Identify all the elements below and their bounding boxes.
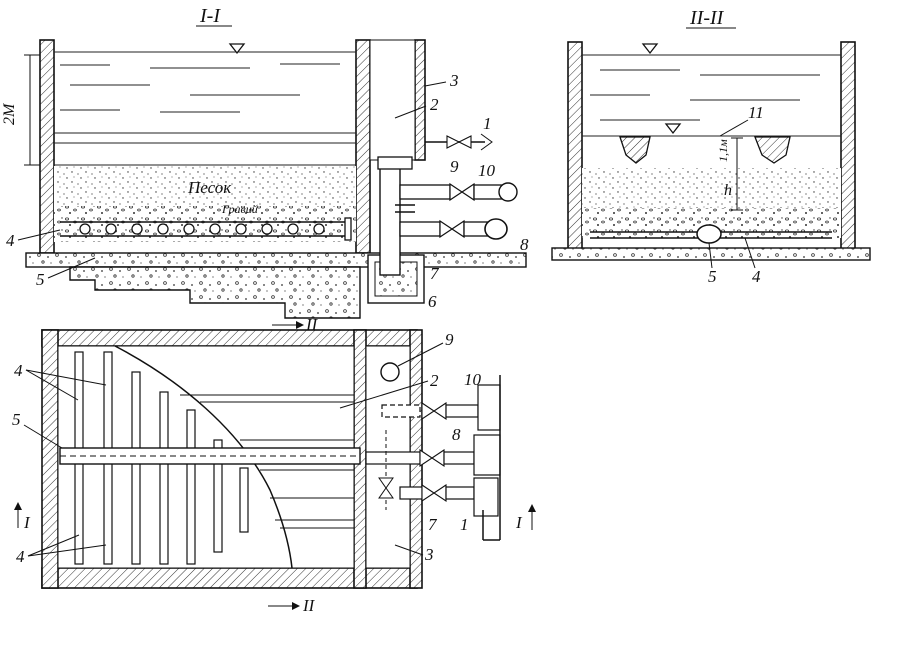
section-title-I-I: I-I xyxy=(199,5,221,27)
right-wall-2 xyxy=(840,41,856,253)
label-10-plan: 10 xyxy=(464,370,482,389)
label-5-section: 5 xyxy=(36,270,45,289)
riser-pipe xyxy=(379,164,401,276)
plan-view: 4 5 4 9 2 10 8 7 1 3 II II I xyxy=(12,315,536,615)
label-9: 9 xyxy=(450,157,459,176)
channel-right-wall xyxy=(414,39,426,161)
label-6: 6 xyxy=(428,292,437,311)
label-2: 2 xyxy=(430,95,439,114)
label-5-plan: 5 xyxy=(12,410,21,429)
hand-wheel-icon xyxy=(480,133,493,151)
gravel-cut-lines xyxy=(180,394,354,529)
wash-trough-2 xyxy=(754,136,791,164)
gutter-channel xyxy=(369,39,416,161)
label-1: 1 xyxy=(483,114,492,133)
sand-layer-2 xyxy=(582,168,841,208)
label-7-plan: 7 xyxy=(428,515,438,534)
sand-layer xyxy=(54,166,356,206)
cut-marker-II-bottom: II xyxy=(268,596,316,615)
valve-8-icon xyxy=(439,219,465,239)
plan-pipework xyxy=(365,375,501,541)
section-I-I: I-I Песок Гравий xyxy=(1,5,529,319)
h-label: h xyxy=(724,182,732,199)
wash-trough-1 xyxy=(619,136,651,164)
water-level-marker-2-icon xyxy=(641,43,659,55)
label-4-II: 4 xyxy=(752,267,761,286)
pipe-10 xyxy=(399,184,451,200)
label-3-plan: 3 xyxy=(424,545,434,564)
label-8: 8 xyxy=(520,235,529,254)
foundation xyxy=(69,266,361,319)
label-5-II: 5 xyxy=(708,267,717,286)
water-body-2 xyxy=(582,54,841,137)
water-body xyxy=(54,51,356,166)
left-wall xyxy=(39,39,55,254)
label-4-section: 4 xyxy=(6,231,15,250)
label-1-plan: 1 xyxy=(460,515,469,534)
gravel-label: Гравий xyxy=(221,202,258,216)
cut-marker-II-top: II xyxy=(272,315,319,334)
water-level-marker-icon xyxy=(228,43,246,55)
dimension-2m: 2M xyxy=(1,54,40,166)
valve-10-icon xyxy=(449,182,475,202)
label-4-plan-top: 4 xyxy=(14,361,23,380)
wash-level-marker-icon xyxy=(664,123,682,135)
small-depth-label: 1,1м xyxy=(716,139,730,162)
pipe-8 xyxy=(399,221,441,237)
depth-label: 2M xyxy=(1,102,18,125)
sand-label: Песок xyxy=(187,178,232,197)
label-2-plan: 2 xyxy=(430,371,439,390)
collector-pipe-2 xyxy=(696,224,722,244)
label-9-plan: 9 xyxy=(445,330,454,349)
valve-1-icon xyxy=(446,135,472,149)
label-11: 11 xyxy=(748,103,764,122)
svg-text:II: II xyxy=(302,596,316,615)
section-title-II-II: II-II xyxy=(689,7,725,29)
cut-marker-I-left: I xyxy=(14,502,31,532)
partition-wall xyxy=(355,39,371,254)
section-II-II: II-II 11 h xyxy=(551,7,871,286)
label-10: 10 xyxy=(478,161,496,180)
svg-text:II: II xyxy=(305,315,319,334)
label-4-plan-bottom: 4 xyxy=(16,547,25,566)
drain-laterals-section xyxy=(60,217,352,241)
pipework-section xyxy=(377,133,518,276)
label-3: 3 xyxy=(449,71,459,90)
label-7-section: 7 xyxy=(430,264,440,283)
svg-text:I: I xyxy=(23,513,31,532)
label-8-plan: 8 xyxy=(452,425,461,444)
cut-marker-I-right: I xyxy=(515,504,536,532)
drain-funnel xyxy=(377,156,413,170)
base-slab xyxy=(25,252,527,268)
cutaway-boundary xyxy=(114,345,293,569)
svg-text:I: I xyxy=(515,513,523,532)
dimension-h: h 1,1м xyxy=(716,137,743,211)
left-wall-2 xyxy=(567,41,583,253)
drain-hole-9 xyxy=(380,362,400,382)
